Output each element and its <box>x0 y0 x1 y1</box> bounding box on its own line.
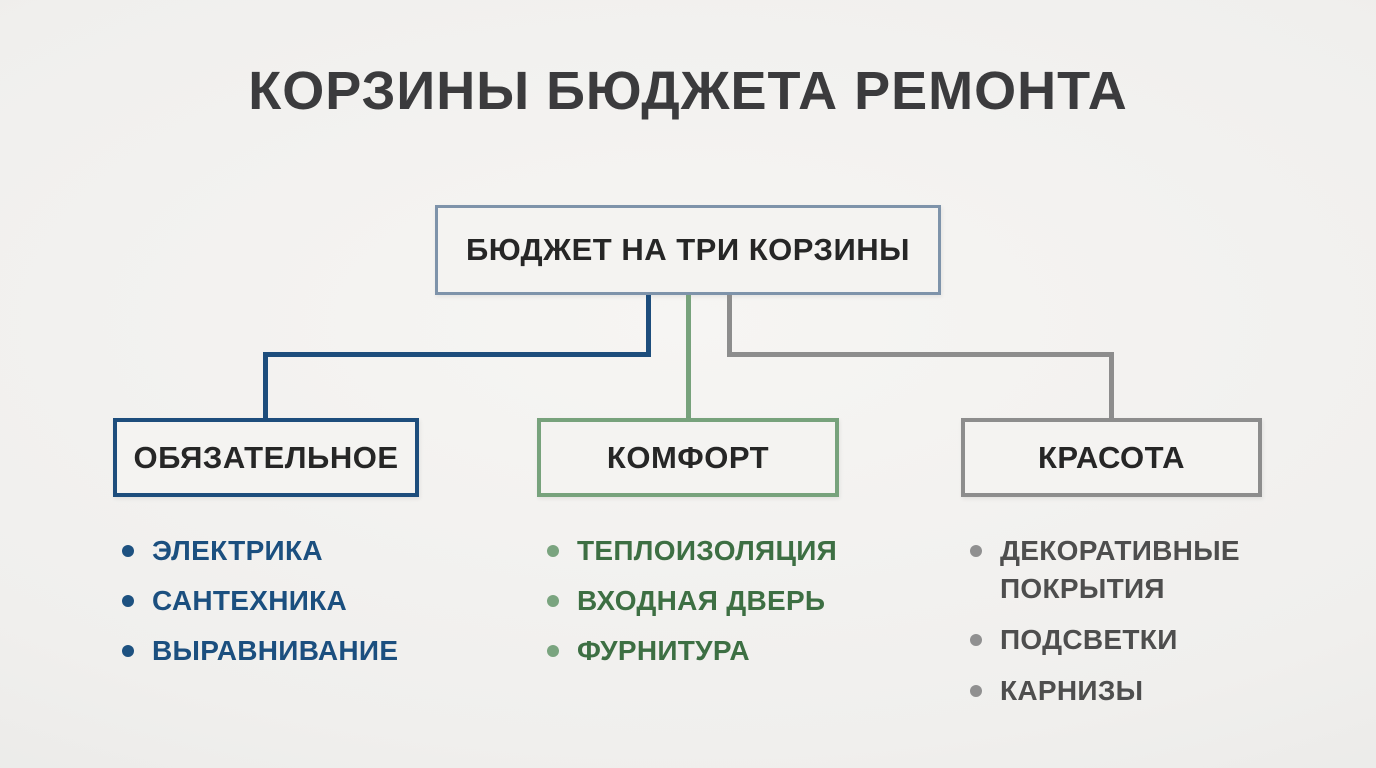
list-item: ВХОДНАЯ ДВЕРЬ <box>538 584 837 618</box>
list-item-label: ПОДСВЕТКИ <box>1000 624 1178 655</box>
list-item-label: ВЫРАВНИВАНИЕ <box>152 635 399 666</box>
bullet-icon <box>122 545 134 557</box>
connector-beauty-vertical-bottom <box>1109 352 1114 418</box>
bullet-icon <box>970 634 982 646</box>
comfort-list: ТЕПЛОИЗОЛЯЦИЯ ВХОДНАЯ ДВЕРЬ ФУРНИТУРА <box>538 534 837 668</box>
list-item-label: КАРНИЗЫ <box>1000 675 1144 706</box>
list-item-label: ВХОДНАЯ ДВЕРЬ <box>577 585 826 616</box>
bullet-icon <box>547 595 559 607</box>
beauty-list: ДЕКОРАТИВНЫЕ ПОКРЫТИЯ ПОДСВЕТКИ КАРНИЗЫ <box>961 532 1280 710</box>
root-node-label: БЮДЖЕТ НА ТРИ КОРЗИНЫ <box>466 232 910 267</box>
list-item-label: ТЕПЛОИЗОЛЯЦИЯ <box>577 535 838 566</box>
connector-beauty-horizontal <box>727 352 1114 357</box>
list-item: ПОДСВЕТКИ <box>961 621 1280 659</box>
category-box-beauty: КРАСОТА <box>961 418 1262 497</box>
list-item-label: ДЕКОРАТИВНЫЕ ПОКРЫТИЯ <box>1000 535 1240 604</box>
bullet-icon <box>970 685 982 697</box>
bullet-icon <box>970 545 982 557</box>
bullet-icon <box>547 645 559 657</box>
category-label-beauty: КРАСОТА <box>1037 439 1186 475</box>
bullet-icon <box>547 545 559 557</box>
list-item-label: ФУРНИТУРА <box>577 635 750 666</box>
list-item-label: ЭЛЕКТРИКА <box>152 535 323 566</box>
category-box-mandatory: ОБЯЗАТЕЛЬНОЕ <box>113 418 419 497</box>
category-label-mandatory: ОБЯЗАТЕЛЬНОЕ <box>133 439 399 475</box>
connector-mandatory-vertical-bottom <box>263 352 268 418</box>
connector-comfort-vertical <box>686 295 691 418</box>
list-item: ВЫРАВНИВАНИЕ <box>113 634 398 668</box>
connector-mandatory-horizontal <box>263 352 651 357</box>
bullet-icon <box>122 595 134 607</box>
category-box-comfort: КОМФОРТ <box>537 418 839 497</box>
list-item-label: САНТЕХНИКА <box>152 585 348 616</box>
mandatory-list: ЭЛЕКТРИКА САНТЕХНИКА ВЫРАВНИВАНИЕ <box>113 534 398 668</box>
root-node-box: БЮДЖЕТ НА ТРИ КОРЗИНЫ <box>435 205 941 295</box>
list-item: ТЕПЛОИЗОЛЯЦИЯ <box>538 534 837 568</box>
connector-mandatory-vertical-top <box>646 295 651 357</box>
connector-beauty-vertical-top <box>727 295 732 357</box>
bullet-icon <box>122 645 134 657</box>
page-title: КОРЗИНЫ БЮДЖЕТА РЕМОНТА <box>248 61 1128 121</box>
list-item: КАРНИЗЫ <box>961 672 1280 710</box>
list-item: ДЕКОРАТИВНЫЕ ПОКРЫТИЯ <box>961 532 1280 608</box>
list-item: ФУРНИТУРА <box>538 634 837 668</box>
category-label-comfort: КОМФОРТ <box>606 439 770 475</box>
list-item: САНТЕХНИКА <box>113 584 398 618</box>
list-item: ЭЛЕКТРИКА <box>113 534 398 568</box>
